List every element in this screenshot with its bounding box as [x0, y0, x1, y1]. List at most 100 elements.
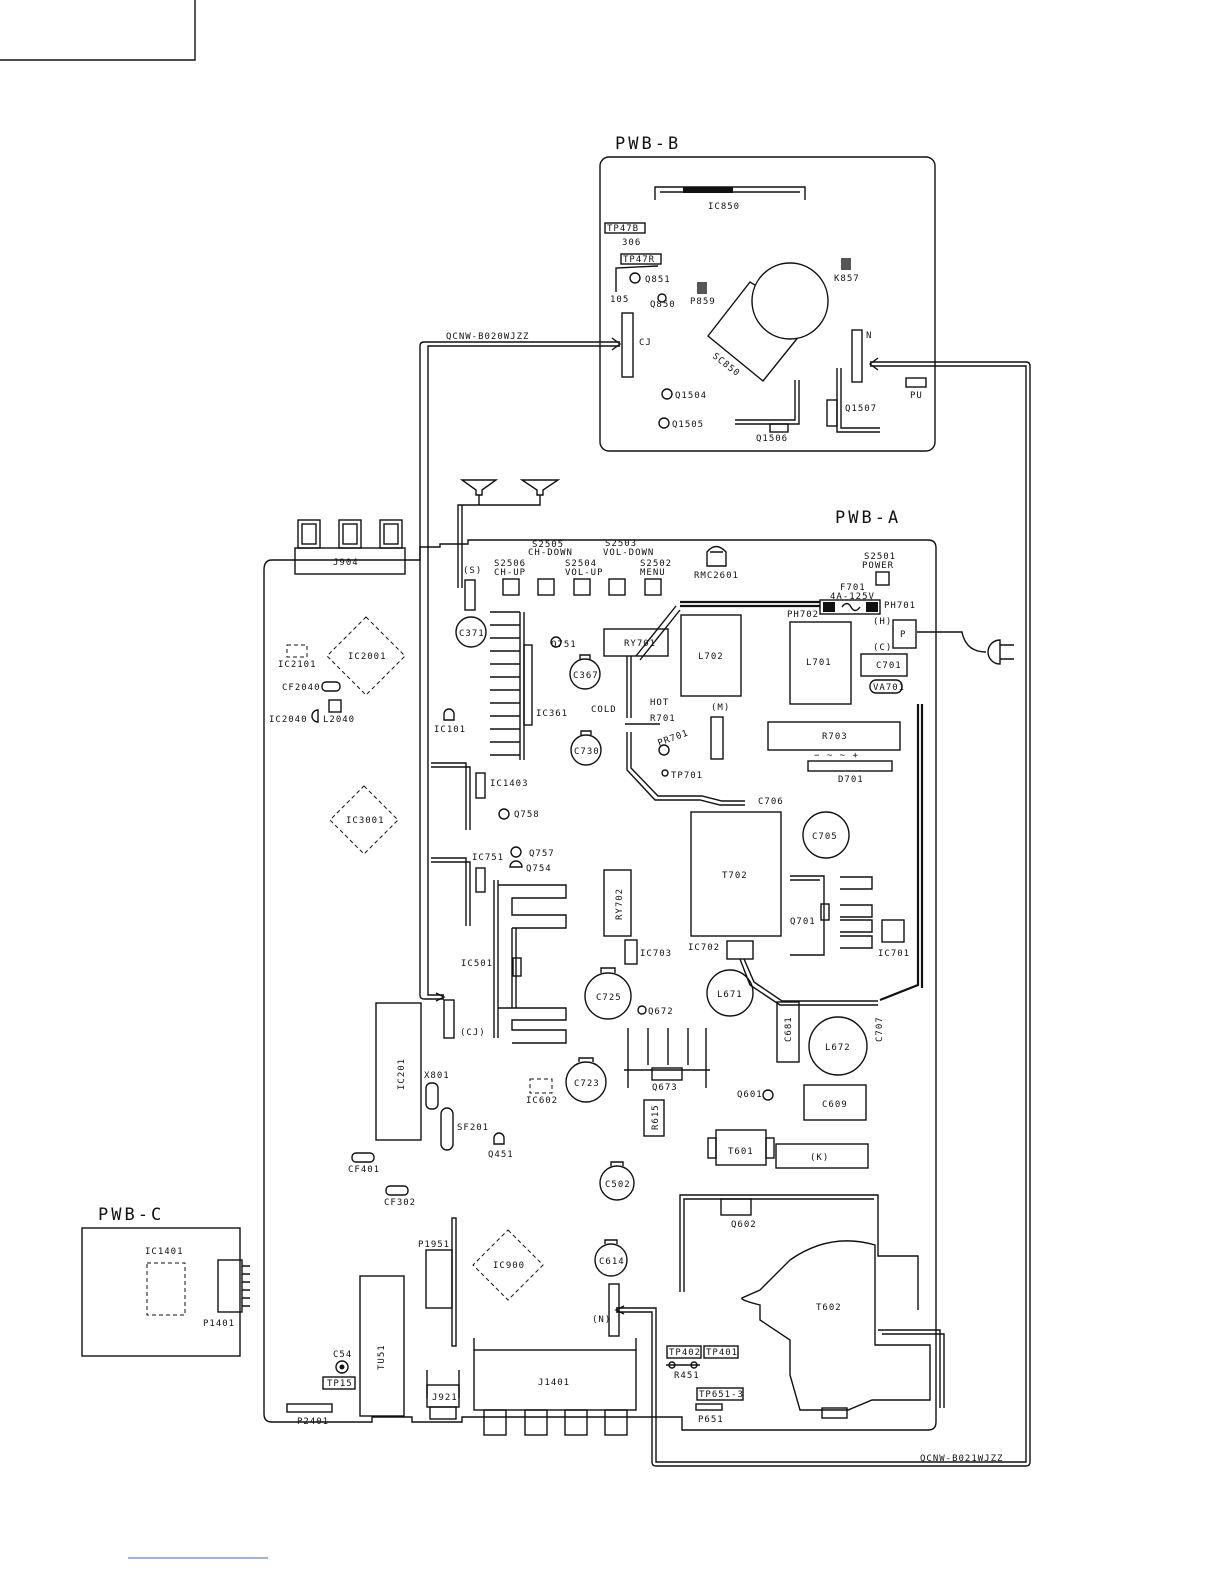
c54-label: C54: [333, 1350, 352, 1360]
pwb-a-board: PWB-A J904 (S) S2505 CH-DOWN S2503 VOL-D…: [263, 508, 945, 1436]
x801-label: X801: [424, 1071, 450, 1081]
q1506-heatsink: [735, 380, 800, 425]
l671-coil: [706, 969, 754, 1017]
hot-diag-trace: [635, 605, 681, 661]
c367-label: C367: [573, 671, 599, 681]
n-label: N: [866, 331, 872, 341]
n-conn-label: (N): [592, 1315, 611, 1325]
q751-label: Q751: [551, 640, 577, 650]
cf401-filter: [351, 1152, 375, 1163]
p1401-connector: [217, 1259, 243, 1313]
c502-cap: [599, 1165, 635, 1201]
speaker-left-icon: [459, 479, 499, 496]
c725-lead: [600, 967, 616, 973]
q1505-outline: [658, 417, 670, 429]
q602-heatsink: [679, 1194, 919, 1310]
cable-b021-label: QCNW-B021WJZZ: [920, 1454, 1003, 1464]
q1507-body: [826, 399, 838, 427]
ic703-label: IC703: [640, 949, 672, 959]
q850-label: Q850: [650, 300, 676, 310]
d701-signs: − ~ ~ +: [814, 751, 859, 761]
ic101-outline: [443, 708, 455, 721]
p-label: P: [900, 630, 906, 640]
r701-label: R701: [650, 714, 676, 724]
speakers: [457, 479, 561, 588]
va701-label: VA701: [873, 683, 905, 693]
ic701-chip: [881, 919, 905, 943]
t702-transformer: [690, 811, 782, 937]
q758-label: Q758: [514, 810, 540, 820]
r703-resistor: [767, 721, 901, 751]
ch-up-label: CH-UP: [494, 568, 526, 578]
sf201-filter: [440, 1107, 454, 1151]
l701-coil: [789, 621, 852, 705]
q754-label: Q754: [526, 864, 552, 874]
ic1403-heatsink: [431, 762, 471, 830]
ic1403-label: IC1403: [490, 779, 529, 789]
pwb-c-board: PWB-C IC1401 P1401: [81, 1205, 250, 1357]
tp47r-box: [620, 253, 662, 265]
105-label: 105: [610, 295, 629, 305]
k857-label: K857: [834, 274, 860, 284]
pwb-b-board: PWB-B IC850 TP47B 306 TP47R Q851 105 Q85…: [599, 134, 936, 452]
h-label: (H): [873, 617, 892, 627]
n-connector: [851, 329, 863, 383]
ic3001-label: IC3001: [346, 816, 385, 826]
rmc2601-sensor: [706, 545, 727, 567]
c609-label: C609: [822, 1100, 848, 1110]
c614-lead: [604, 1239, 618, 1244]
s2506-switch: [502, 578, 520, 596]
cf302-label: CF302: [384, 1198, 416, 1208]
r451-label: R451: [674, 1371, 700, 1381]
l671-label: L671: [717, 990, 743, 1000]
p651-label: P651: [698, 1415, 724, 1425]
ph702-label: PH702: [787, 610, 819, 620]
s2502-switch: [644, 578, 662, 596]
q758-outline: [498, 808, 510, 820]
r451-pad-left: [668, 1361, 676, 1369]
cj-connector: [621, 312, 634, 378]
ic2001-label: IC2001: [348, 652, 387, 662]
tu51-tuner: [359, 1275, 405, 1417]
p2401-label: P2401: [297, 1417, 329, 1427]
sf201-label: SF201: [457, 1123, 489, 1133]
pwb-c-title: PWB-C: [98, 1205, 164, 1225]
ic101-label: IC101: [434, 725, 466, 735]
p859-connector: [697, 282, 707, 294]
q602-label: Q602: [731, 1220, 757, 1230]
ry702-relay: [603, 869, 632, 937]
tp47b-box: [604, 222, 646, 234]
t702-label: T702: [722, 871, 748, 881]
c681-label: C681: [784, 1016, 794, 1042]
ic602-label: IC602: [526, 1096, 558, 1106]
s2505-switch: [537, 578, 555, 596]
pr701-outline: [658, 744, 670, 756]
cf2040-filter: [321, 681, 341, 692]
sc850-cam: SC850: [707, 262, 829, 382]
c614-cap: [594, 1243, 628, 1277]
ic501-heatsink: IC501: [461, 880, 567, 1044]
r615-resistor: [643, 1099, 665, 1137]
d701-label: D701: [838, 775, 864, 785]
c705-label: C705: [812, 832, 838, 842]
vol-up-label: VOL-UP: [565, 568, 604, 578]
c54-center: [339, 1364, 345, 1370]
c725-label: C725: [596, 993, 622, 1003]
d701-bridge: [807, 760, 893, 772]
tu51-label: TU51: [377, 1344, 387, 1370]
rmc2601-label: RMC2601: [694, 571, 739, 581]
q1506-body: [769, 423, 789, 433]
c614-label: C614: [599, 1257, 625, 1267]
tp401-label: TP401: [706, 1348, 738, 1358]
s-label: (S): [463, 566, 482, 576]
n-conn-body: [608, 1283, 620, 1337]
x801-crystal: [425, 1082, 439, 1110]
pwb-a-outline: [263, 539, 937, 1431]
c707-label: C707: [875, 1016, 885, 1042]
p651-connector: [695, 1403, 723, 1411]
c367-cap: [569, 658, 601, 690]
f701-label: F701: [840, 583, 866, 593]
cf2040-label: CF2040: [282, 683, 321, 693]
c701-cap: [860, 653, 908, 677]
sc850-label: SC850: [710, 351, 741, 379]
